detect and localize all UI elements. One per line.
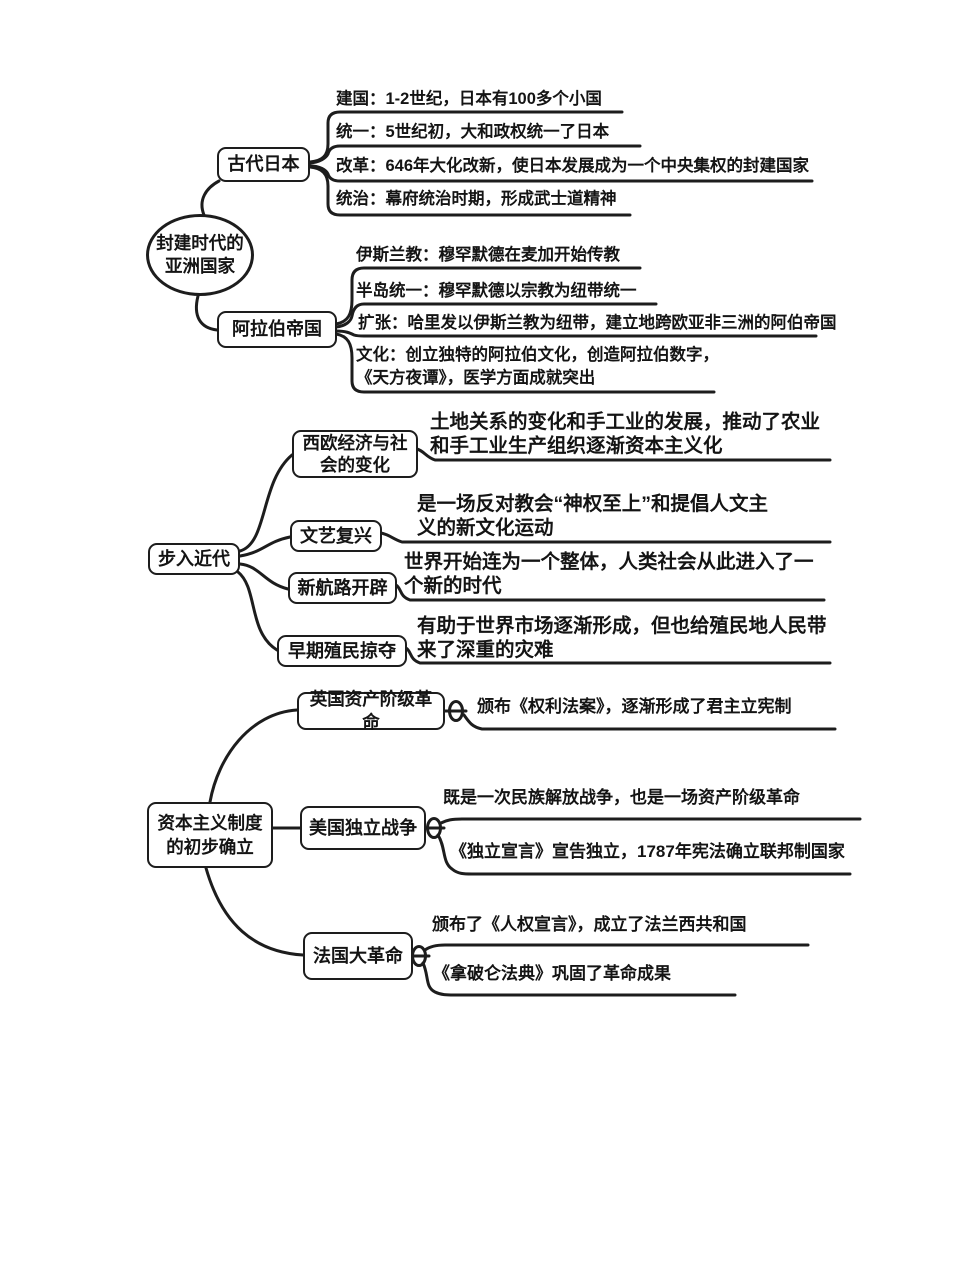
leaf-colonial-desc: 有助于世界市场逐渐形成，但也给殖民地人民带 来了深重的灾难	[417, 615, 827, 661]
leaf-declaration-independence: 《独立宣言》宣告独立，1787年宪法确立联邦制国家	[450, 842, 845, 861]
connector-branch	[236, 570, 279, 652]
leaf-american-war-nature: 既是一次民族解放战争，也是一场资产阶级革命	[443, 788, 800, 807]
connector-branch	[238, 535, 292, 558]
leaf-arab-culture: 文化：创立独特的阿拉伯文化，创造阿拉伯数字， 《天方夜谭》，医学方面成就突出	[356, 346, 719, 387]
branch-french-revolution: 法国大革命	[303, 932, 413, 980]
leaf-arab-expansion: 扩张：哈里发以伊斯兰教为纽带，建立地跨欧亚非三洲的阿伯帝国	[358, 314, 837, 332]
leaf-underline	[334, 266, 642, 326]
leaf-japan-unification: 统一：5世纪初，大和政权统一了日本	[336, 123, 610, 141]
branch-new-sea-routes: 新航路开辟	[288, 572, 397, 604]
leaf-underline	[439, 817, 862, 825]
leaf-underline	[394, 583, 826, 602]
connector-branch	[204, 866, 305, 957]
branch-american-independence: 美国独立战争	[300, 806, 426, 850]
leaf-underline	[334, 332, 716, 394]
junction-circle	[426, 817, 442, 839]
root-topic-early-modern: 步入近代	[148, 543, 240, 575]
leaf-underline	[404, 646, 832, 665]
root-topic-feudal-asia: 封建时代的 亚洲国家	[146, 214, 254, 296]
leaf-economy-change: 土地关系的变化和手工业的发展，推动了农业 和手工业生产组织逐渐资本主义化	[430, 411, 821, 457]
leaf-japan-reform: 改革：646年大化改新，使日本发展成为一个中央集权的封建国家	[336, 157, 810, 175]
leaf-underline	[415, 447, 832, 462]
connector-branch	[238, 453, 294, 553]
connectors-capitalism	[204, 700, 862, 997]
branch-early-colonial-plunder: 早期殖民掠夺	[277, 635, 407, 667]
leaf-napoleonic-code: 《拿破仑法典》巩固了革命成果	[433, 964, 671, 983]
leaf-sea-routes-desc: 世界开始连为一个整体，人类社会从此进入了一 个新的时代	[404, 551, 814, 597]
leaf-japan-founding: 建国：1-2世纪，日本有100多个小国	[336, 90, 602, 108]
connectors-early-modern	[236, 447, 832, 665]
leaf-underline	[334, 329, 818, 338]
branch-ancient-japan: 古代日本	[217, 147, 310, 182]
root-topic-capitalism: 资本主义制度 的初步确立	[147, 802, 273, 868]
leaf-japan-rule: 统治：幕府统治时期，形成武士道精神	[336, 190, 617, 208]
connector-root-to-arab-empire	[194, 294, 219, 332]
junction-circle	[448, 700, 464, 722]
leaf-underline	[334, 302, 658, 329]
leaf-underline	[436, 833, 852, 876]
connectors-feudal-asia	[194, 110, 818, 394]
leaf-declaration-human-rights: 颁布了《人权宣言》，成立了法兰西共和国	[432, 915, 747, 934]
branch-renaissance: 文艺复兴	[290, 520, 382, 552]
connector-root-to-ancient-japan	[200, 179, 221, 217]
leaf-bill-of-rights: 颁布《权利法案》，逐渐形成了君主立宪制	[477, 697, 792, 716]
leaf-underline	[308, 144, 642, 165]
leaf-arab-peninsula: 半岛统一：穆罕默德以宗教为纽带统一	[356, 282, 637, 300]
leaf-underline	[423, 943, 810, 952]
branch-arab-empire: 阿拉伯帝国	[217, 311, 337, 348]
branch-west-europe-economy: 西欧经济与社 会的变化	[292, 430, 418, 478]
connector-branch	[208, 708, 299, 804]
leaf-renaissance-desc: 是一场反对教会“神权至上”和提倡人文主 义的新文化运动	[417, 493, 769, 539]
branch-english-revolution: 英国资产阶级革命	[297, 689, 445, 732]
connector-branch	[238, 562, 290, 591]
leaf-arab-islam: 伊斯兰教：穆罕默德在麦加开始传教	[356, 246, 620, 264]
leaf-underline	[462, 713, 837, 731]
leaf-underline	[421, 961, 737, 997]
leaf-underline	[379, 531, 832, 544]
leaf-underline	[308, 164, 814, 183]
leaf-underline	[308, 165, 632, 217]
